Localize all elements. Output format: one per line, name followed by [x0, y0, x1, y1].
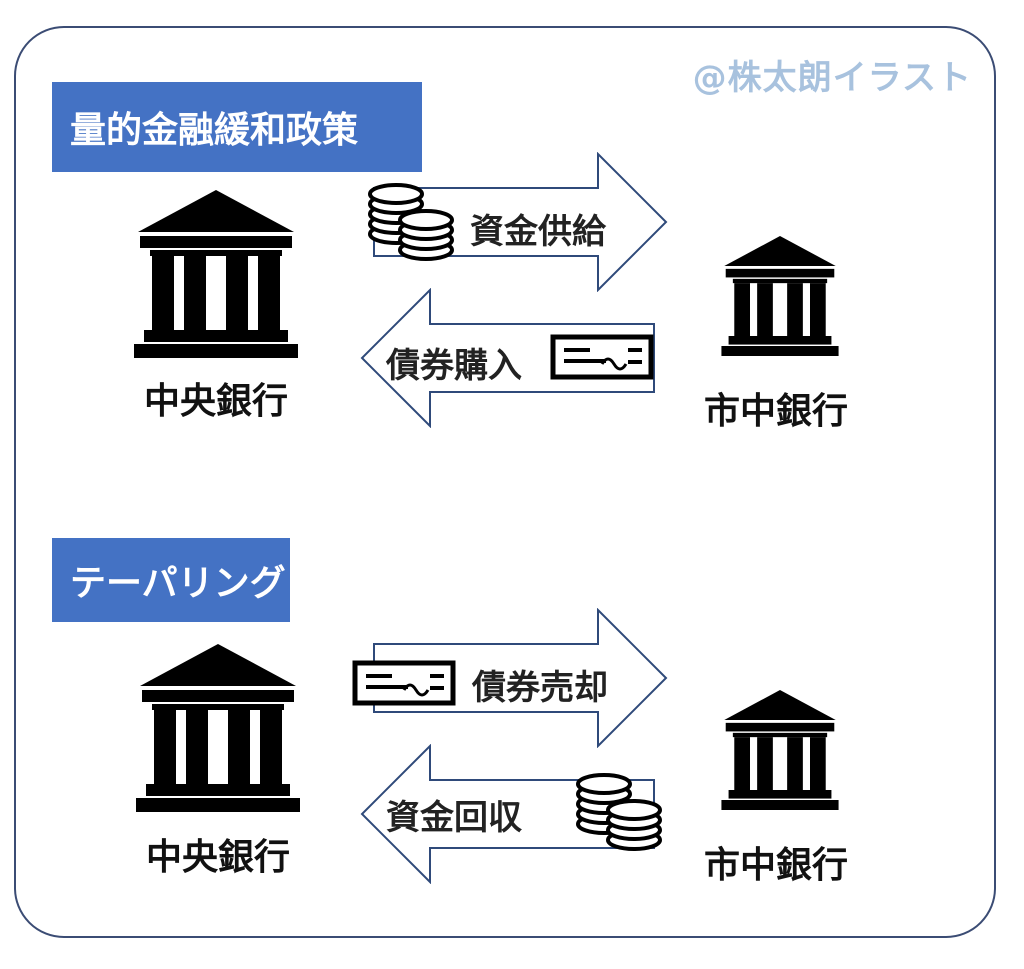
commercial-bank-label: 市中銀行	[703, 391, 848, 432]
central-bank-icon	[130, 190, 302, 358]
section-title-tapering: テーパリング	[52, 538, 290, 622]
arrow-label: 債券売却	[472, 668, 608, 708]
commercial-bank-label: 市中銀行	[703, 845, 848, 886]
arrow-left	[360, 288, 656, 428]
central-bank-icon	[132, 644, 304, 812]
central-bank-label: 中央銀行	[143, 381, 288, 422]
commercial-bank-icon	[718, 690, 842, 810]
central-bank-label: 中央銀行	[145, 837, 290, 878]
watermark: @株太朗イラスト	[692, 58, 972, 98]
arrow-label: 資金回収	[386, 798, 522, 838]
coins-icon	[366, 182, 458, 262]
section-title-qe: 量的金融緩和政策	[52, 82, 422, 172]
diagram-frame	[14, 26, 996, 938]
commercial-bank-icon	[718, 236, 842, 356]
arrow-label: 資金供給	[470, 212, 606, 252]
arrow-right	[372, 608, 668, 748]
coins-icon	[574, 772, 666, 852]
bond-icon	[352, 660, 456, 706]
bond-icon	[550, 334, 654, 380]
arrow-label: 債券購入	[386, 346, 522, 386]
